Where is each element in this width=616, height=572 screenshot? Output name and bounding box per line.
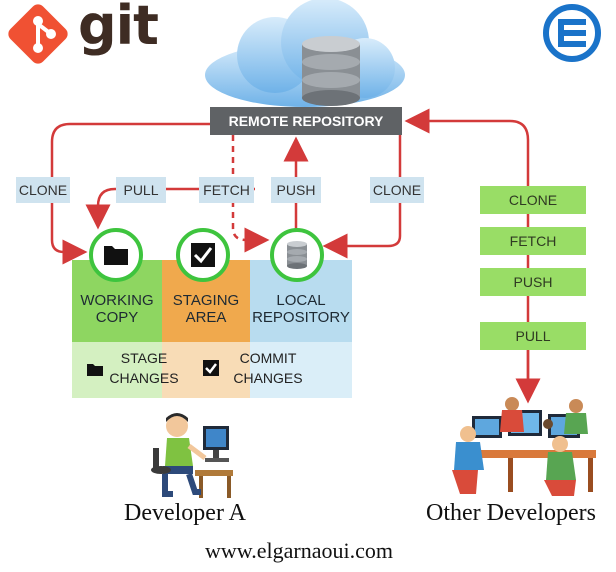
- local-repository-circle: [270, 228, 324, 282]
- staging-area: STAGING AREA: [162, 260, 250, 342]
- website-link[interactable]: www.elgarnaoui.com: [205, 538, 393, 563]
- stage-line2: CHANGES: [109, 370, 179, 386]
- other-pull-label: PULL: [480, 322, 586, 350]
- other-push-label: PUSH: [480, 268, 586, 296]
- working-copy-line2: COPY: [95, 309, 139, 326]
- staging-area-line1: STAGING: [172, 292, 240, 309]
- database-icon: [287, 241, 307, 269]
- other-clone-label: CLONE: [480, 186, 586, 214]
- clone-right-label: CLONE: [370, 177, 424, 203]
- other-dev-up-arrow: [404, 108, 530, 380]
- push-label: PUSH: [271, 177, 321, 203]
- local-repo-line1: LOCAL: [276, 292, 326, 309]
- commit-line2: CHANGES: [233, 370, 303, 386]
- stage-line1: STAGE: [120, 350, 168, 366]
- folder-icon: [104, 246, 128, 265]
- stage-changes-label: STAGE CHANGES: [105, 348, 183, 388]
- working-copy-line1: WORKING: [80, 292, 154, 309]
- developer-a-illustration: [151, 413, 233, 498]
- developer-a-caption: Developer A: [124, 500, 246, 526]
- commit-line1: COMMIT: [239, 350, 297, 366]
- pull-label: PULL: [116, 177, 166, 203]
- local-repo-line2: REPOSITORY: [252, 309, 350, 326]
- checkbox-icon: [203, 360, 219, 376]
- clone-left-label: CLONE: [16, 177, 70, 203]
- site-logo-icon: [543, 4, 601, 62]
- staging-area-circle: [176, 228, 230, 282]
- folder-icon: [87, 364, 103, 376]
- cloud-icon: [205, 0, 405, 107]
- fetch-arrow: [231, 135, 270, 253]
- staging-area-line2: AREA: [185, 309, 227, 326]
- checkbox-icon: [191, 243, 215, 267]
- git-logo-icon: [8, 4, 68, 64]
- other-developers-illustration: [452, 397, 596, 496]
- other-developers-caption: Other Developers: [426, 500, 596, 526]
- database-icon: [302, 36, 360, 106]
- clone-right-arrow: [322, 135, 402, 259]
- fetch-label: FETCH: [199, 177, 254, 203]
- git-logo-text: git: [78, 0, 159, 57]
- pull-arrow: [85, 187, 255, 230]
- remote-repository-label: REMOTE REPOSITORY: [210, 107, 402, 135]
- commit-changes-label: COMMIT CHANGES: [226, 348, 310, 388]
- working-copy-circle: [89, 228, 143, 282]
- other-fetch-label: FETCH: [480, 227, 586, 255]
